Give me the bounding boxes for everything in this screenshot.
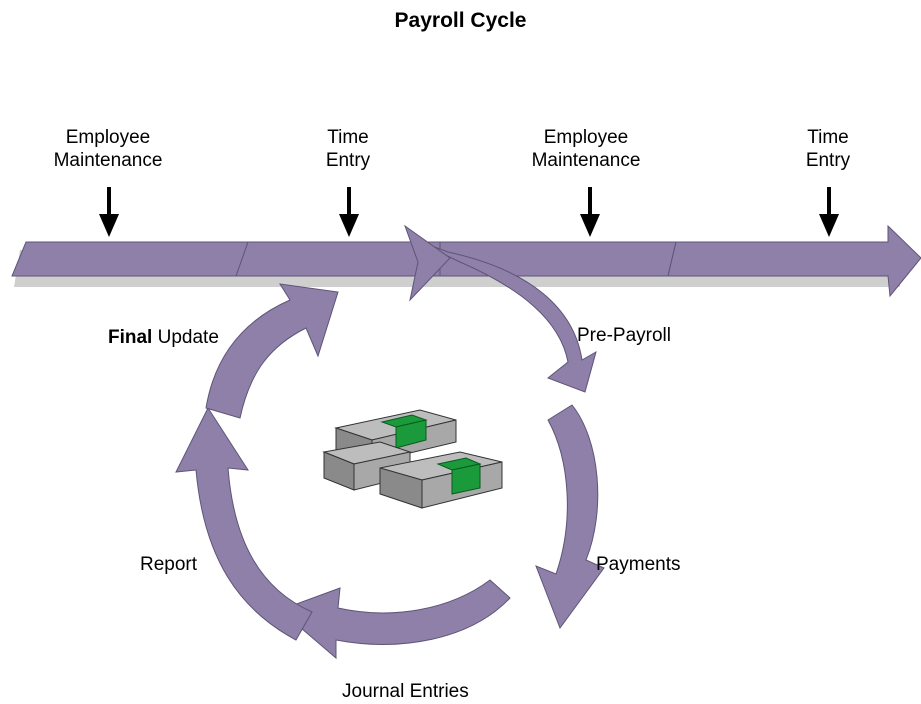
cycle-label-report: Report	[140, 554, 198, 575]
timeline-label-line1: Employee	[65, 127, 151, 148]
timeline-label-line2: Entry	[325, 150, 371, 171]
timeline-label-line1: Time	[807, 127, 849, 148]
timeline-label-line2: Entry	[805, 150, 851, 171]
cycle-label-final-update-rest: Update	[152, 327, 219, 348]
timeline-label-line1: Employee	[543, 127, 629, 148]
timeline-label-time-entry-2: Time Entry	[780, 126, 876, 172]
down-arrow-icon	[339, 187, 359, 237]
cycle-label-pre-payroll: Pre-Payroll	[577, 325, 671, 346]
timeline-segment-4	[667, 224, 921, 298]
cycle-arrow-icon	[205, 283, 339, 419]
timeline-label-line2: Maintenance	[531, 150, 641, 171]
timeline-label-employee-maintenance-1: Employee Maintenance	[40, 126, 176, 172]
cycle-arrow-icon	[279, 579, 511, 660]
timeline-label-line2: Maintenance	[53, 150, 163, 171]
down-arrow-icon	[580, 187, 600, 237]
cycle-label-final-update-bold: Final	[108, 327, 153, 348]
money-stack-icon	[322, 409, 503, 509]
cycle-label-final-update: Final Update	[108, 326, 219, 349]
cycle-label-journal-entries: Journal Entries	[342, 681, 469, 702]
cycle-arrow-icon	[175, 406, 313, 641]
timeline-label-line1: Time	[327, 127, 369, 148]
timeline-label-employee-maintenance-2: Employee Maintenance	[518, 126, 654, 172]
timeline-label-time-entry-1: Time Entry	[300, 126, 396, 172]
down-arrow-icon	[819, 187, 839, 237]
cycle-arrow-icon	[535, 404, 605, 630]
cycle-label-payments: Payments	[596, 554, 681, 575]
down-arrow-icon	[99, 187, 119, 237]
timeline-segment-1	[11, 241, 251, 277]
page-title: Payroll Cycle	[394, 9, 527, 32]
cycle-arrow-icon	[403, 224, 597, 393]
timeline-segment-2	[235, 241, 441, 277]
